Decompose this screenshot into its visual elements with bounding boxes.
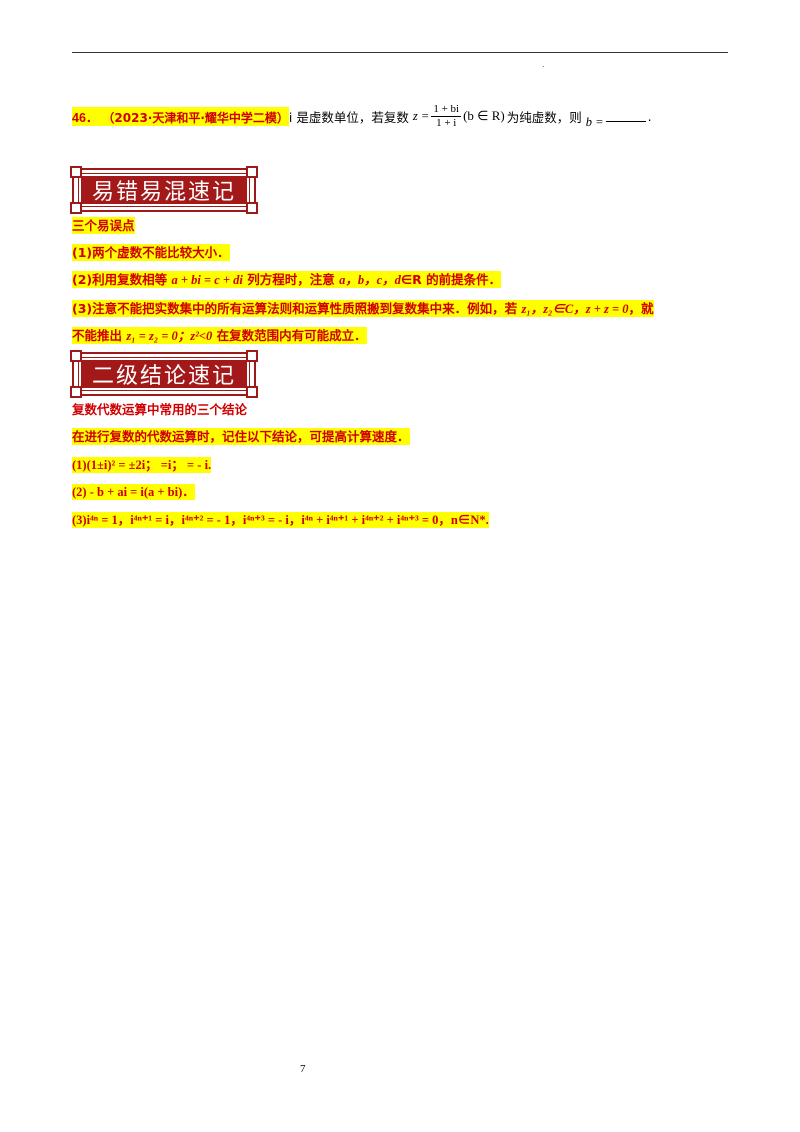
section2-line1: (1)(1±i)² = ±2i； =i； = - i.: [72, 457, 212, 473]
banner-corner: [246, 386, 258, 398]
line2-vars: a，b，c，d: [339, 273, 401, 287]
question-text-2: 为纯虚数，则: [506, 109, 582, 125]
fraction: 1 + bi 1 + i: [431, 102, 462, 130]
section2-heading: 复数代数运算中常用的三个结论: [72, 402, 248, 417]
answer-blank[interactable]: [605, 111, 646, 122]
answer-lhs: b =: [585, 114, 604, 129]
line4-math: z₁ = z₂ = 0；z²<0: [126, 329, 213, 343]
section2-line3: (3)i⁴ⁿ = 1，i⁴ⁿ⁺¹ = i，i⁴ⁿ⁺² = - 1，i⁴ⁿ⁺³ =…: [72, 512, 489, 528]
section2-line2: (2) - b + ai = i(a + bi)．: [72, 484, 195, 500]
section1-banner: 易错易混速记: [70, 166, 258, 214]
section2-title: 二级结论速记: [91, 364, 236, 389]
banner-corner: [70, 386, 82, 398]
question-46: 46． （2023·天津和平·耀华中学二模） i 是虚数单位，若复数 z = 1…: [72, 100, 652, 132]
line3-math: z₁，z₂∈C，z + z = 0: [521, 302, 629, 316]
section1-title: 易错易混速记: [91, 180, 236, 205]
line3-wrap: (3)注意不能把实数集中的所有运算法则和运算性质照搬到复数集中来．例如，若 z₁…: [72, 300, 654, 317]
banner-corner: [70, 166, 82, 178]
section2-banner: 二级结论速记: [70, 350, 258, 398]
condition: (b ∈ R): [463, 108, 505, 123]
section1-heading: 三个易误点: [72, 217, 135, 234]
section1-line1: (1)两个虚数不能比较大小．: [72, 244, 230, 261]
section1-line4: 不能推出 z₁ = z₂ = 0；z²<0 在复数范围内有可能成立．: [72, 327, 367, 345]
banner-corner: [246, 166, 258, 178]
line2-wrap: (2)利用复数相等 a + bi = c + di 列方程时，注意 a，b，c，…: [72, 271, 502, 288]
question-number: 46．: [72, 110, 99, 125]
section2-intro: 在进行复数的代数运算时，记住以下结论，可提高计算速度．: [72, 428, 410, 445]
banner-fill: [78, 173, 250, 207]
section1-line3: (3)注意不能把实数集中的所有运算法则和运算性质照搬到复数集中来．例如，若 z₁…: [72, 300, 654, 318]
fraction-numerator: 1 + bi: [431, 102, 462, 117]
fraction-denominator: 1 + i: [436, 116, 457, 129]
line4-wrap: 不能推出 z₁ = z₂ = 0；z²<0 在复数范围内有可能成立．: [72, 327, 367, 344]
header-rule: [72, 52, 728, 53]
question-text-1: i 是虚数单位，若复数: [288, 109, 409, 125]
line2-math: a + bi = c + di: [171, 273, 243, 287]
banner-fill: [78, 357, 250, 391]
page-number: 7: [300, 1063, 306, 1075]
question-source: （2023·天津和平·耀华中学二模）: [102, 110, 289, 125]
banner-corner: [70, 350, 82, 362]
question-end: .: [647, 108, 652, 124]
header-dot: .: [542, 60, 545, 69]
banner-corner: [246, 202, 258, 214]
question-label: 46． （2023·天津和平·耀华中学二模）: [72, 106, 289, 126]
banner-corner: [70, 202, 82, 214]
banner-corner: [246, 350, 258, 362]
z-equals: z =: [412, 108, 430, 123]
section1-line2: (2)利用复数相等 a + bi = c + di 列方程时，注意 a，b，c，…: [72, 271, 502, 289]
